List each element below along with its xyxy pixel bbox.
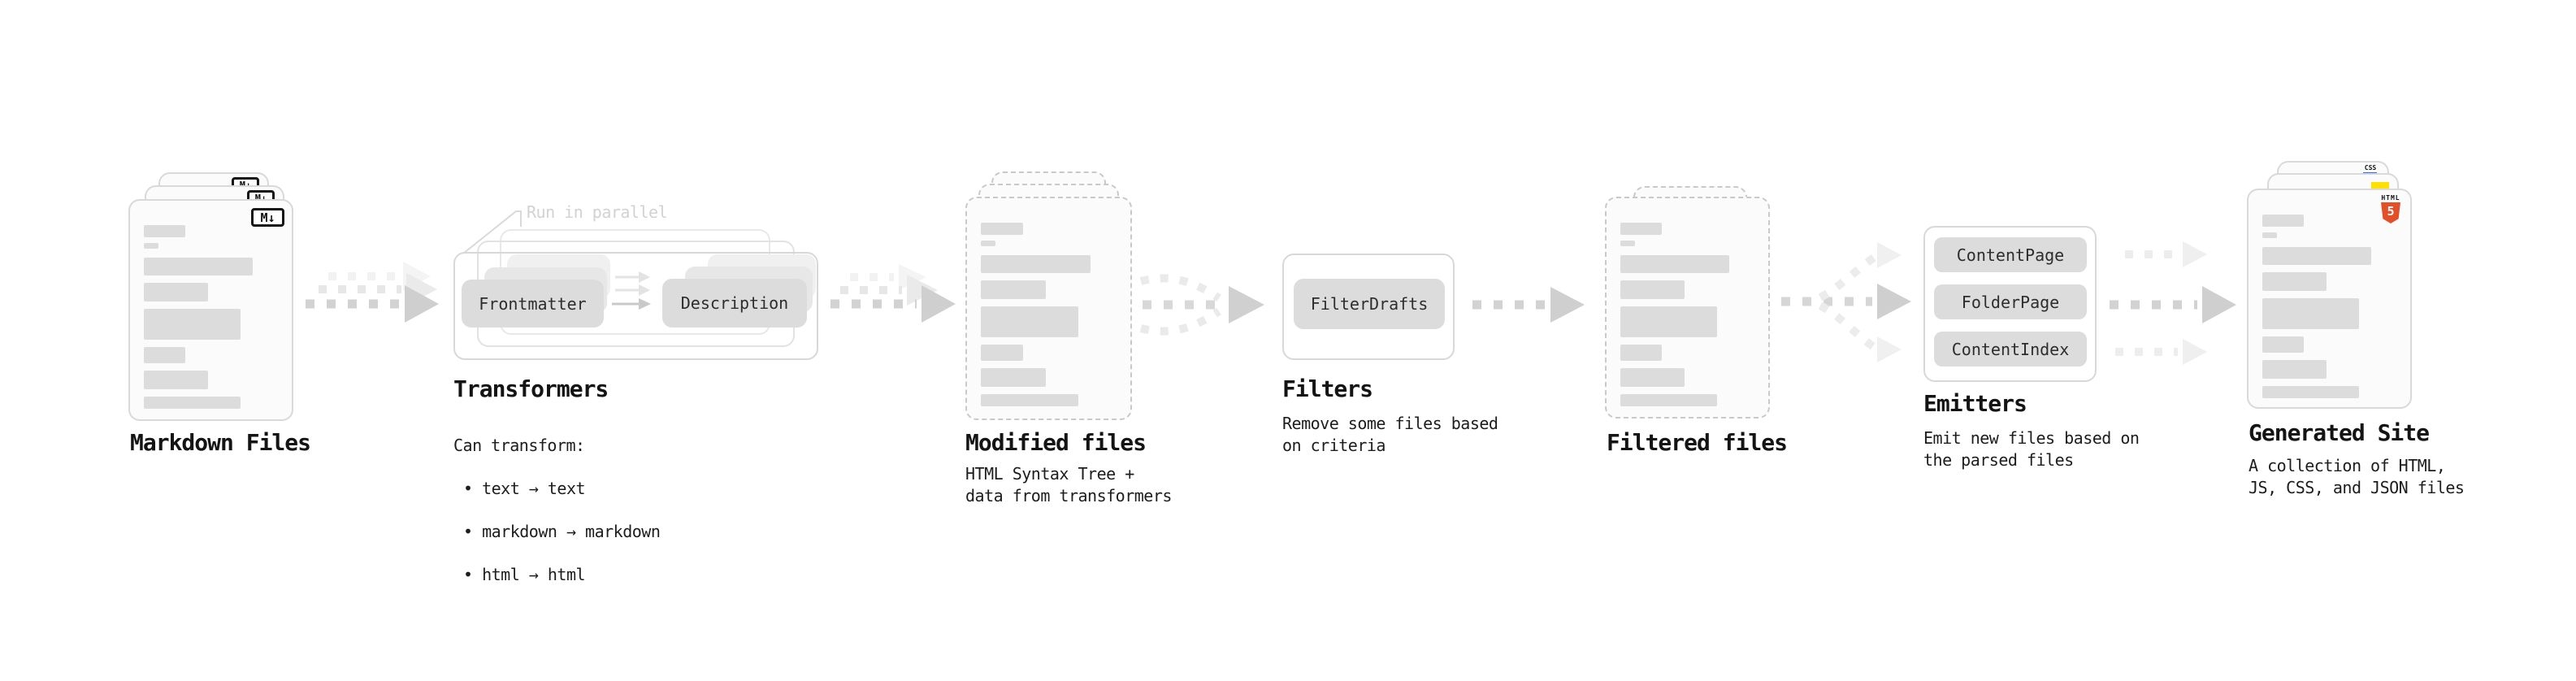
markdown-file-card-front: M↓ bbox=[128, 199, 293, 421]
filters-box bbox=[1282, 254, 1455, 360]
description-node: Description bbox=[662, 279, 807, 327]
contentindex-node: ContentIndex bbox=[1934, 332, 2087, 367]
transformers-title: Transformers bbox=[453, 375, 609, 402]
filters-title: Filters bbox=[1282, 375, 1373, 402]
transformers-description: Can transform: • text → text • markdown … bbox=[453, 413, 661, 607]
css-icon-label: CSS bbox=[2364, 164, 2377, 171]
filtered-file-card-front bbox=[1605, 197, 1770, 419]
modified-files-title: Modified files bbox=[965, 429, 1147, 456]
document-skeleton-lines bbox=[981, 223, 1117, 406]
js-file-icon bbox=[2371, 182, 2389, 189]
markdown-icon: M↓ bbox=[251, 208, 284, 227]
arrow-transformers-to-modified bbox=[830, 264, 956, 323]
generated-site-title: Generated Site bbox=[2249, 419, 2430, 446]
generated-site-description: A collection of HTML, JS, CSS, and JSON … bbox=[2249, 456, 2465, 497]
filters-description: Remove some files based on criteria bbox=[1282, 414, 1498, 455]
can-transform-heading: Can transform: bbox=[453, 435, 585, 455]
folderpage-node: FolderPage bbox=[1934, 284, 2087, 319]
site-file-card-html: HTML 5 bbox=[2247, 189, 2412, 409]
filterdrafts-node: FilterDrafts bbox=[1294, 279, 1445, 329]
filtered-files-title: Filtered files bbox=[1607, 429, 1788, 456]
arrow-markdown-to-transformers bbox=[306, 262, 439, 323]
bullet-markdown-to-markdown: • markdown → markdown bbox=[463, 521, 661, 541]
bullet-html-to-html: • html → html bbox=[463, 564, 586, 584]
emitters-box bbox=[1923, 226, 2097, 382]
document-skeleton-lines bbox=[144, 225, 278, 409]
arrow-filtered-to-emitters-split bbox=[1781, 242, 1911, 362]
document-skeleton-lines bbox=[2262, 215, 2396, 398]
frontmatter-node: Frontmatter bbox=[462, 280, 604, 327]
contentpage-node: ContentPage bbox=[1934, 237, 2087, 272]
emitters-title: Emitters bbox=[1923, 390, 2027, 417]
markdown-files-label: Markdown Files bbox=[130, 429, 311, 456]
bullet-text-to-text: • text → text bbox=[463, 478, 586, 498]
html5-icon-word: HTML bbox=[2381, 194, 2400, 202]
emitters-description: Emit new files based on the parsed files bbox=[1923, 428, 2140, 470]
modified-files-description: HTML Syntax Tree + data from transformer… bbox=[965, 464, 1172, 505]
modified-file-card-front bbox=[965, 197, 1132, 420]
arrow-modified-to-filters-merge bbox=[1139, 274, 1264, 336]
arrow-emitters-to-site bbox=[2110, 241, 2236, 365]
document-skeleton-lines bbox=[1620, 223, 1754, 406]
html5-icon: HTML 5 bbox=[2381, 194, 2400, 223]
run-in-parallel-label: Run in parallel bbox=[527, 202, 668, 222]
transformer-box-front bbox=[453, 252, 818, 360]
arrow-filters-to-filtered bbox=[1472, 287, 1585, 323]
